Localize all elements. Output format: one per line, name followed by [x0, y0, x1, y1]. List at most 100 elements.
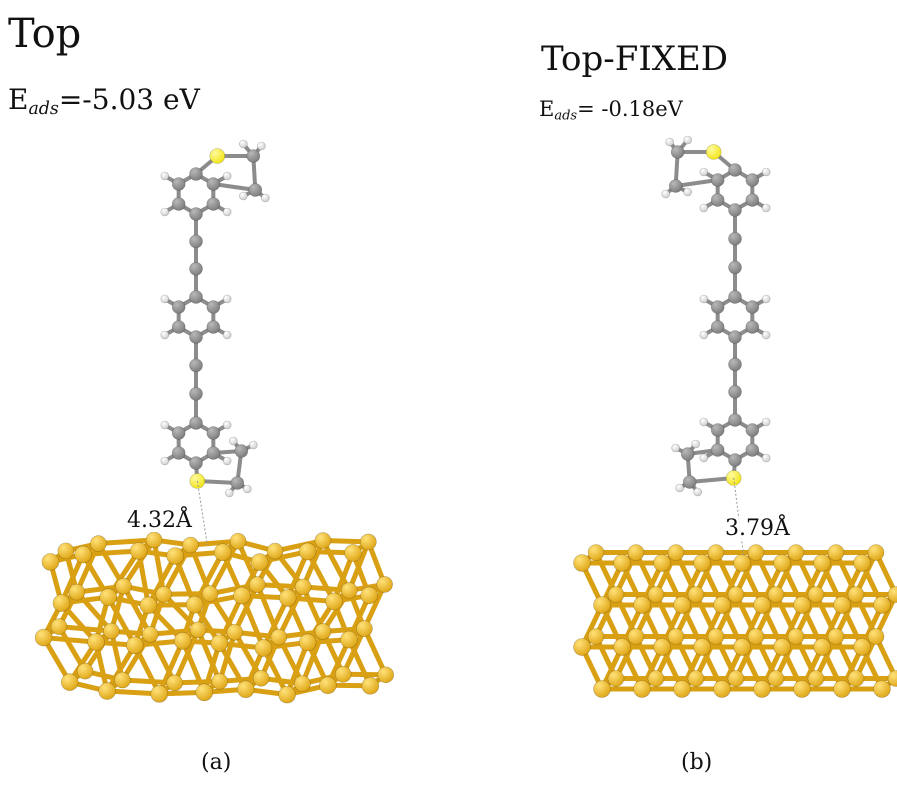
- carbon-atom: [745, 300, 760, 314]
- gold-atom: [278, 685, 296, 704]
- gold-bond: [161, 591, 201, 633]
- carbon-atom: [171, 197, 186, 211]
- carbon-atom: [745, 173, 760, 187]
- gold-atom: [185, 595, 204, 614]
- sulfur-atom: [209, 148, 226, 164]
- gold-atom: [633, 596, 651, 614]
- gold-bond: [361, 581, 388, 632]
- gold-atom: [833, 596, 851, 614]
- gold-bond: [172, 627, 201, 686]
- carbon-atom: [189, 330, 203, 344]
- gold-atom: [607, 586, 625, 603]
- hydrogen-atom: [257, 141, 266, 151]
- gold-atom: [34, 628, 53, 647]
- hydrogen-atom: [699, 167, 709, 177]
- gold-atom: [873, 596, 891, 614]
- gold-atom: [103, 622, 120, 640]
- gold-bond: [305, 549, 337, 604]
- gold-atom: [266, 542, 284, 560]
- gold-atom: [182, 536, 199, 554]
- carbon-atom: [728, 260, 742, 275]
- hydrogen-atom: [699, 203, 709, 213]
- gold-atom: [341, 582, 358, 599]
- distance-guide-line: [733, 477, 745, 557]
- gold-atom: [376, 576, 393, 593]
- gold-atom: [887, 586, 897, 603]
- gold-atom: [150, 685, 169, 703]
- hydrogen-atom: [261, 193, 270, 203]
- gold-atom: [298, 542, 317, 561]
- gold-bond: [276, 584, 306, 640]
- gold-atom: [250, 553, 269, 571]
- gold-atom: [60, 673, 79, 691]
- distance-label: 3.79Å: [725, 516, 790, 541]
- gold-atom: [873, 680, 891, 698]
- gold-atom: [334, 666, 352, 683]
- hydrogen-atom: [675, 483, 684, 493]
- gold-bond: [121, 583, 153, 637]
- carbon-atom: [728, 163, 742, 177]
- gold-atom: [319, 676, 337, 695]
- gold-atom: [693, 554, 711, 572]
- gold-atom: [747, 544, 765, 561]
- hydrogen-atom: [239, 139, 248, 149]
- hydrogen-atom: [225, 488, 234, 498]
- hydrogen-atom: [239, 191, 248, 201]
- carbon-atom: [728, 330, 742, 344]
- hydrogen-atom: [160, 420, 170, 430]
- gold-atom: [344, 544, 362, 562]
- carbon-atom: [171, 446, 186, 460]
- gold-atom: [727, 670, 745, 687]
- gold-atom: [727, 586, 745, 603]
- gold-atom: [607, 670, 625, 687]
- hydrogen-atom: [661, 189, 670, 199]
- carbon-atom: [189, 261, 203, 276]
- carbon-atom: [728, 413, 742, 427]
- carbon-atom: [230, 476, 245, 490]
- carbon-atom: [710, 193, 725, 207]
- gold-atom: [613, 554, 631, 572]
- gold-atom: [340, 630, 358, 649]
- gold-atom: [278, 589, 297, 607]
- hydrogen-atom: [683, 135, 692, 145]
- gold-atom: [813, 638, 831, 656]
- gold-atom: [673, 596, 691, 614]
- hydrogen-atom: [243, 484, 252, 494]
- gold-bond: [105, 594, 138, 648]
- gold-atom: [213, 543, 232, 562]
- gold-atom: [753, 680, 771, 698]
- gold-atom: [87, 633, 105, 651]
- carbon-atom: [710, 300, 725, 314]
- carbon-atom: [745, 443, 760, 457]
- gold-atom: [173, 632, 192, 650]
- carbon-atom: [680, 447, 695, 461]
- carbon-atom: [246, 149, 261, 163]
- gold-atom: [189, 621, 207, 639]
- gold-atom: [298, 633, 317, 652]
- molecule-on-gold-scene-b: [573, 135, 897, 698]
- hydrogen-atom: [160, 456, 170, 466]
- carbon-atom: [171, 320, 186, 334]
- gold-bond: [192, 549, 226, 608]
- gold-atom: [613, 638, 631, 656]
- gold-atom: [653, 638, 671, 656]
- gold-bond: [239, 593, 266, 651]
- gold-bond: [331, 550, 356, 604]
- carbon-atom: [234, 444, 249, 458]
- gold-atom: [773, 638, 791, 656]
- gold-atom: [767, 670, 785, 687]
- gold-atom: [98, 682, 116, 700]
- hydrogen-atom: [160, 330, 170, 340]
- carbon-atom: [728, 357, 742, 372]
- gold-bond: [104, 688, 162, 697]
- gold-bond: [260, 595, 291, 651]
- gold-bond: [361, 626, 389, 678]
- gold-atom: [294, 675, 311, 692]
- gold-bond: [41, 635, 99, 645]
- gold-atom: [687, 670, 705, 687]
- hydrogen-atom: [761, 417, 771, 427]
- gold-atom: [155, 585, 173, 603]
- gold-atom: [254, 639, 273, 657]
- gold-atom: [226, 623, 244, 641]
- subfigure-caption: (a): [201, 750, 232, 775]
